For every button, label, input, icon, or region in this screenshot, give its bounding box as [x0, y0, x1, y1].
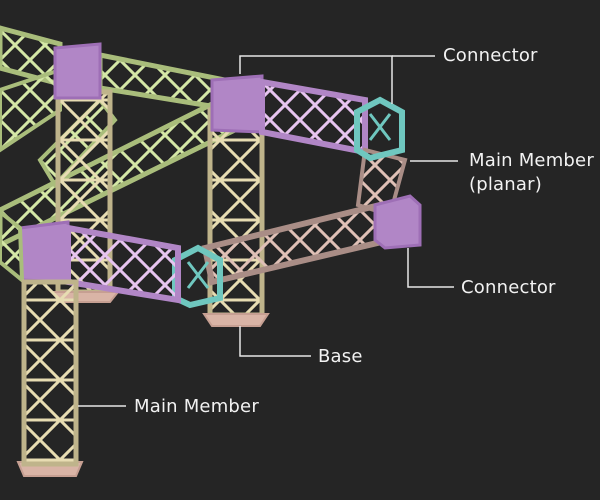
leader-lines [78, 55, 458, 407]
label-main-member: Main Member [134, 395, 259, 419]
label-connector-top-text: Connector [443, 45, 538, 66]
label-main-member-planar: Main Member (planar) [469, 149, 594, 197]
label-connector-right-text: Connector [461, 277, 556, 298]
label-connector-right: Connector [461, 276, 556, 300]
connector-block-right [373, 194, 422, 250]
leader-connector-top [239, 55, 393, 104]
upper-horizontal-members [53, 42, 368, 156]
leader-base [239, 326, 311, 357]
front-horizontal-members [0, 209, 181, 304]
leader-connector-right [407, 248, 454, 288]
front-main-column [21, 279, 79, 467]
label-main-member-text: Main Member [134, 396, 259, 417]
label-main-member-planar-line1: Main Member [469, 150, 594, 171]
label-connector-top: Connector [443, 44, 538, 68]
label-base: Base [318, 345, 363, 369]
label-main-member-planar-line2: (planar) [469, 174, 542, 195]
label-base-text: Base [318, 346, 363, 367]
